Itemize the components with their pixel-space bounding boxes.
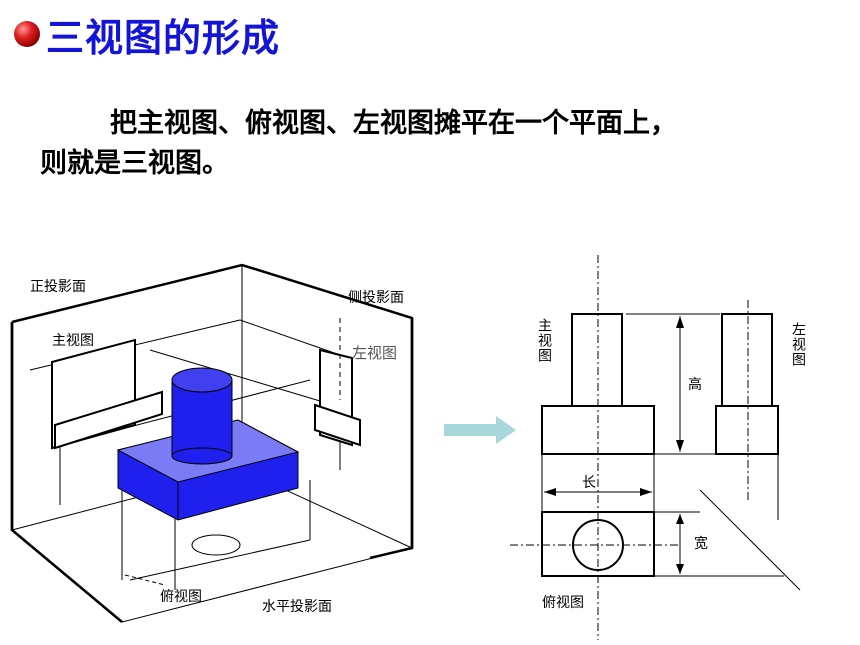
height-label: 高: [688, 377, 702, 393]
ortho-left-view-label: 左视图: [790, 322, 806, 367]
horizontal-plane-label: 水平投影面: [262, 599, 332, 615]
front-view-label: 主视图: [52, 333, 94, 349]
paragraph-line-2: 则就是三视图。: [40, 148, 229, 179]
body-paragraph: 把主视图、俯视图、左视图摊平在一个平面上， 则就是三视图。: [40, 104, 830, 184]
ortho-front-view-label: 主视图: [536, 318, 552, 363]
width-label: 宽: [694, 536, 708, 552]
page-title: 三视图的形成: [46, 15, 281, 60]
front-plane-label: 正投影面: [30, 279, 86, 295]
ortho-top-view-label: 俯视图: [542, 595, 584, 611]
red-bullet-icon: [14, 21, 40, 47]
side-plane-label: 侧投影面: [348, 290, 404, 306]
left-view-label: 左视图: [352, 344, 398, 362]
right-arrow-icon: [444, 416, 516, 444]
title-row: 三视图的形成: [14, 6, 280, 62]
top-view-label: 俯视图: [160, 589, 202, 605]
paragraph-line-1: 把主视图、俯视图、左视图摊平在一个平面上，: [110, 108, 677, 139]
length-label: 长: [582, 475, 596, 491]
